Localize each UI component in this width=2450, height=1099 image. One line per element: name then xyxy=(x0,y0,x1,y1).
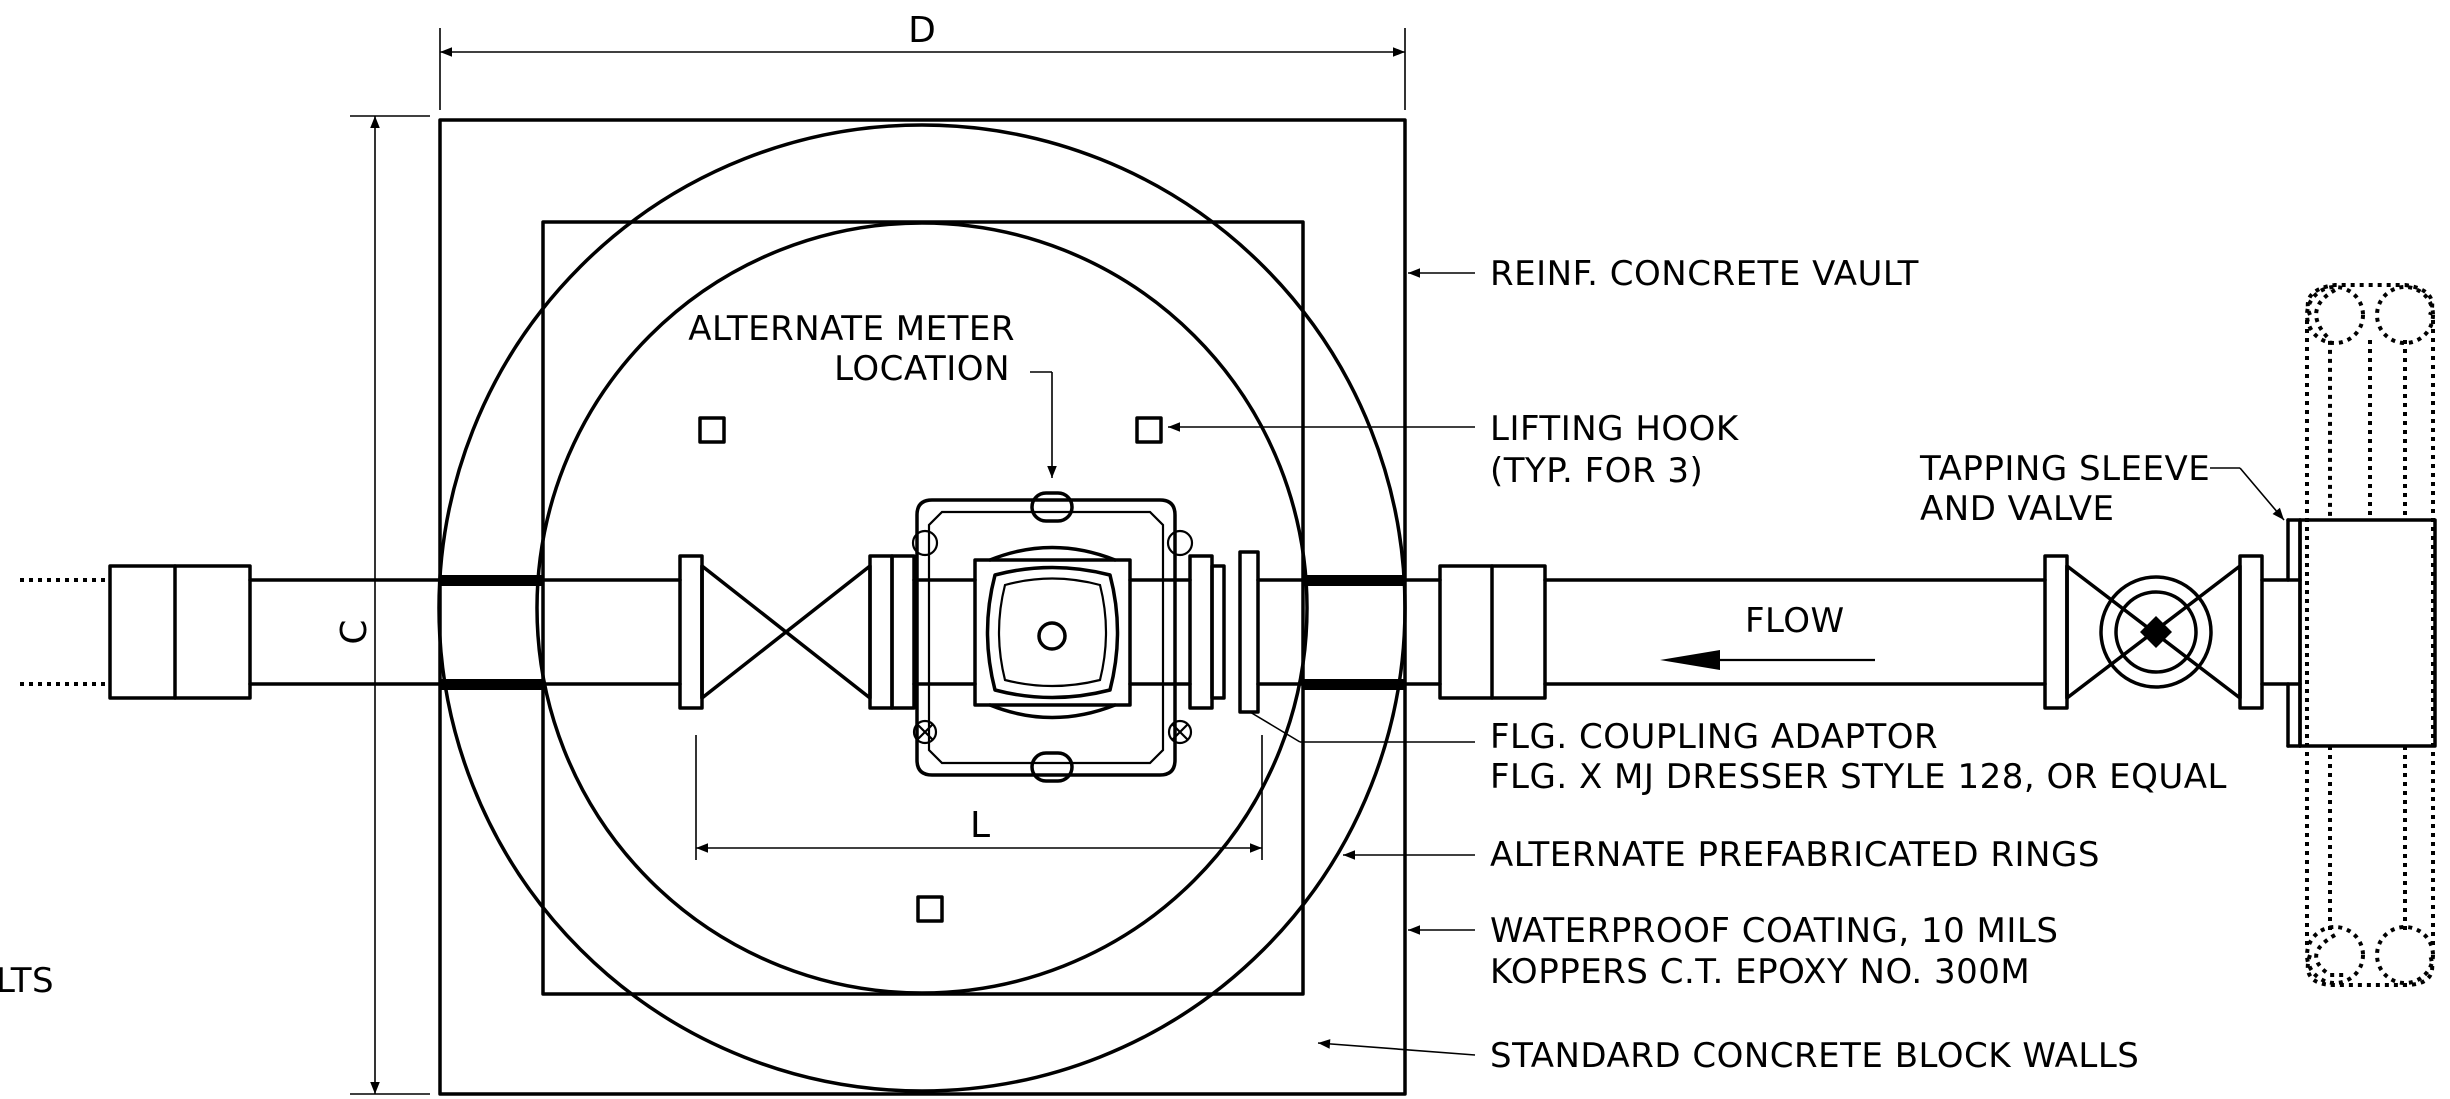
lifting-hook-1 xyxy=(698,416,726,444)
callouts: ALTERNATE METER LOCATION REINF. CONCRETE… xyxy=(0,254,2227,1076)
dimension-l: L xyxy=(695,735,1263,860)
leader-lines xyxy=(1030,268,2285,1056)
lifting-hook-2 xyxy=(1135,416,1163,444)
outer-ring xyxy=(437,123,1407,1093)
waterproof-label-1: WATERPROOF COATING, 10 MILS xyxy=(1490,911,2058,951)
lifting-hook-label-2: (TYP. FOR 3) xyxy=(1490,451,1703,491)
flow-arrow: FLOW xyxy=(1660,601,1875,670)
dimension-c: C xyxy=(334,115,430,1095)
tapping-sleeve-label-1: TAPPING SLEEVE xyxy=(1919,449,2210,489)
prefab-rings-label: ALTERNATE PREFABRICATED RINGS xyxy=(1490,835,2100,875)
meter-assembly xyxy=(911,491,1194,783)
dimension-l-label: L xyxy=(970,805,990,846)
lifting-hooks xyxy=(698,416,1163,923)
lifting-hook-3 xyxy=(916,895,944,923)
dimension-d: D xyxy=(439,10,1406,110)
coupling-label-2: FLG. X MJ DRESSER STYLE 128, OR EQUAL xyxy=(1490,757,2227,797)
concrete-vault-outline xyxy=(438,118,1407,1096)
reinf-vault-label: REINF. CONCRETE VAULT xyxy=(1490,254,1919,294)
alternate-meter-label-2: LOCATION xyxy=(834,349,1010,389)
inner-ring xyxy=(535,221,1309,995)
dimension-d-label: D xyxy=(908,10,936,51)
alternate-meter-label-1: ALTERNATE METER xyxy=(688,309,1015,349)
tapping-sleeve-label-2: AND VALVE xyxy=(1920,489,2114,529)
cut-off-label: LTS xyxy=(0,961,54,1001)
flow-label: FLOW xyxy=(1745,601,1845,641)
waterproof-label-2: KOPPERS C.T. EPOXY NO. 300M xyxy=(1490,952,2030,992)
tapping-sleeve-valve xyxy=(2043,283,2437,987)
dimension-c-label: C xyxy=(334,619,375,644)
coupling-label-1: FLG. COUPLING ADAPTOR xyxy=(1490,717,1938,757)
pipe-run xyxy=(20,550,2047,714)
block-walls-label: STANDARD CONCRETE BLOCK WALLS xyxy=(1490,1036,2139,1076)
lifting-hook-label-1: LIFTING HOOK xyxy=(1490,409,1740,449)
